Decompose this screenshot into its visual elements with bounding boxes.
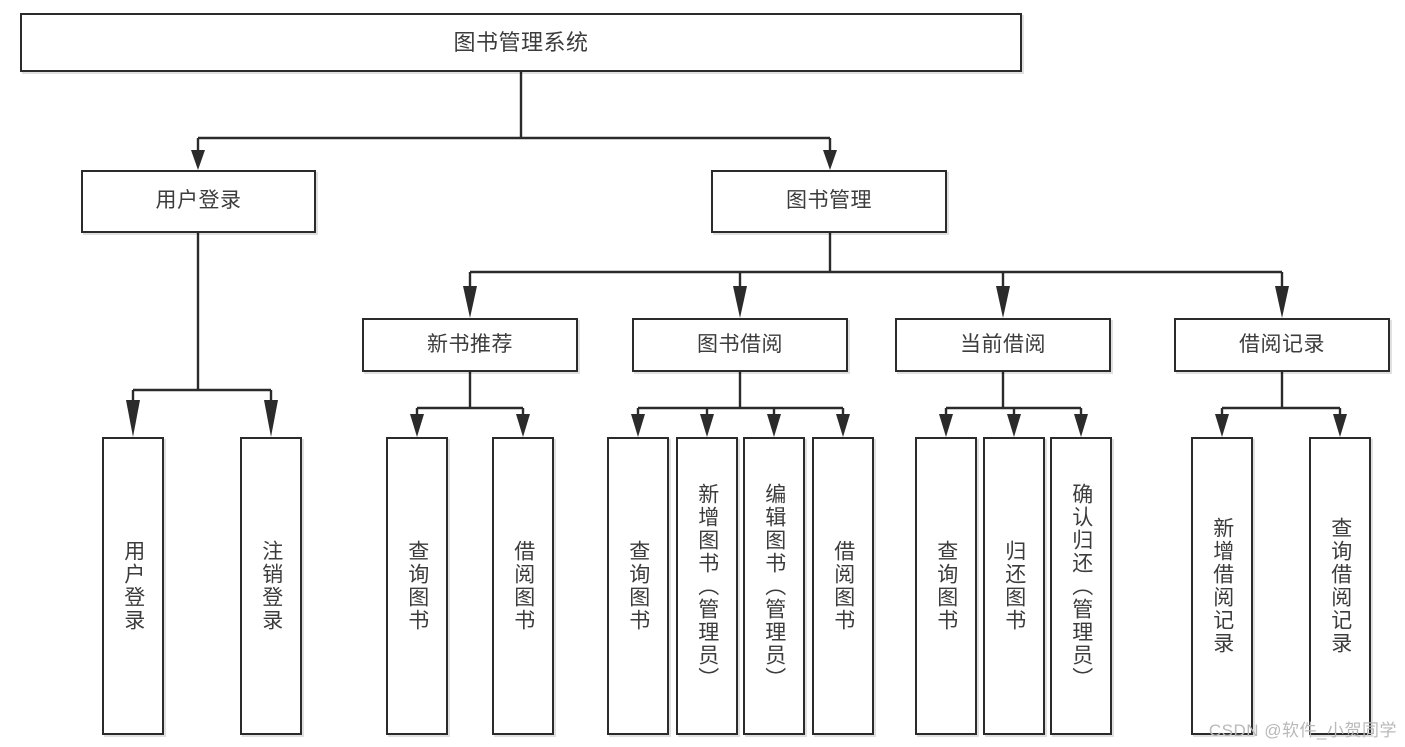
node-book-manage-label: 图书管理 <box>786 189 872 213</box>
node-leaf-cb-confirm-label: 确认归还（管理员） <box>1069 482 1093 690</box>
arrowhead-leaf-cb-return <box>1007 414 1021 437</box>
node-borrow-record[interactable]: 借阅记录 <box>1174 318 1390 372</box>
node-root-label: 图书管理系统 <box>453 29 589 55</box>
arrowhead-leaf-bb-edit <box>767 414 781 437</box>
node-book-borrow-label: 图书借阅 <box>697 332 783 356</box>
node-user-login[interactable]: 用户登录 <box>81 170 316 233</box>
node-leaf-br-add-label: 新增借阅记录 <box>1210 517 1234 655</box>
arrowhead-leaf-br-query <box>1333 414 1347 437</box>
node-leaf-bb-add-label: 新增图书（管理员） <box>695 482 719 690</box>
node-leaf-rec-borrow-label: 借阅图书 <box>511 540 535 632</box>
node-new-book-rec[interactable]: 新书推荐 <box>362 318 578 372</box>
node-current-borrow-label: 当前借阅 <box>960 332 1046 356</box>
arrowhead-leaf-bb-borrow <box>836 414 850 437</box>
node-leaf-cb-return[interactable]: 归还图书 <box>983 437 1045 735</box>
node-leaf-rec-query[interactable]: 查询图书 <box>386 437 448 735</box>
arrowhead-book-borrow <box>733 286 747 318</box>
node-leaf-cb-return-label: 归还图书 <box>1002 540 1026 632</box>
node-book-manage[interactable]: 图书管理 <box>711 170 947 233</box>
node-leaf-rec-query-label: 查询图书 <box>405 540 429 632</box>
arrowhead-leaf-rec-query <box>410 414 424 437</box>
node-current-borrow[interactable]: 当前借阅 <box>895 318 1111 372</box>
node-borrow-record-label: 借阅记录 <box>1239 332 1325 356</box>
node-leaf-user-logout-label: 注销登录 <box>259 540 283 632</box>
node-leaf-user-logout[interactable]: 注销登录 <box>240 437 302 735</box>
arrowhead-user-login <box>191 150 205 170</box>
node-leaf-rec-borrow[interactable]: 借阅图书 <box>492 437 554 735</box>
node-new-book-rec-label: 新书推荐 <box>427 332 513 356</box>
arrowhead-leaf-bb-query <box>631 414 645 437</box>
arrowhead-leaf-user-login <box>126 400 140 437</box>
node-leaf-cb-query[interactable]: 查询图书 <box>915 437 977 735</box>
node-leaf-br-query-label: 查询借阅记录 <box>1328 517 1352 655</box>
node-leaf-bb-borrow-label: 借阅图书 <box>831 540 855 632</box>
node-leaf-bb-borrow[interactable]: 借阅图书 <box>812 437 874 735</box>
arrowhead-current-borrow <box>996 286 1010 318</box>
watermark-text: CSDN @软件_小贺同学 <box>1208 721 1397 740</box>
node-user-login-label: 用户登录 <box>155 189 242 213</box>
arrowhead-book-manage <box>823 150 837 170</box>
arrowhead-leaf-cb-confirm <box>1074 414 1088 437</box>
arrowhead-leaf-rec-borrow <box>516 414 530 437</box>
arrowhead-leaf-user-logout <box>264 400 278 437</box>
arrowhead-leaf-cb-query <box>939 414 953 437</box>
arrowhead-borrow-record <box>1275 286 1289 318</box>
node-leaf-user-login[interactable]: 用户登录 <box>102 437 164 735</box>
node-leaf-user-login-label: 用户登录 <box>121 540 145 632</box>
node-book-borrow[interactable]: 图书借阅 <box>632 318 848 372</box>
node-leaf-br-add[interactable]: 新增借阅记录 <box>1191 437 1253 735</box>
node-leaf-bb-edit-label: 编辑图书（管理员） <box>762 482 786 690</box>
node-root[interactable]: 图书管理系统 <box>20 13 1022 72</box>
arrowhead-leaf-bb-add <box>700 414 714 437</box>
node-leaf-cb-confirm[interactable]: 确认归还（管理员） <box>1050 437 1112 735</box>
node-leaf-bb-query[interactable]: 查询图书 <box>607 437 669 735</box>
node-leaf-br-query[interactable]: 查询借阅记录 <box>1309 437 1371 735</box>
node-leaf-bb-query-label: 查询图书 <box>626 540 650 632</box>
node-leaf-bb-edit[interactable]: 编辑图书（管理员） <box>743 437 805 735</box>
arrowhead-new-book-rec <box>463 286 477 318</box>
node-leaf-cb-query-label: 查询图书 <box>934 540 958 632</box>
arrowhead-leaf-br-add <box>1215 414 1229 437</box>
node-leaf-bb-add[interactable]: 新增图书（管理员） <box>676 437 738 735</box>
